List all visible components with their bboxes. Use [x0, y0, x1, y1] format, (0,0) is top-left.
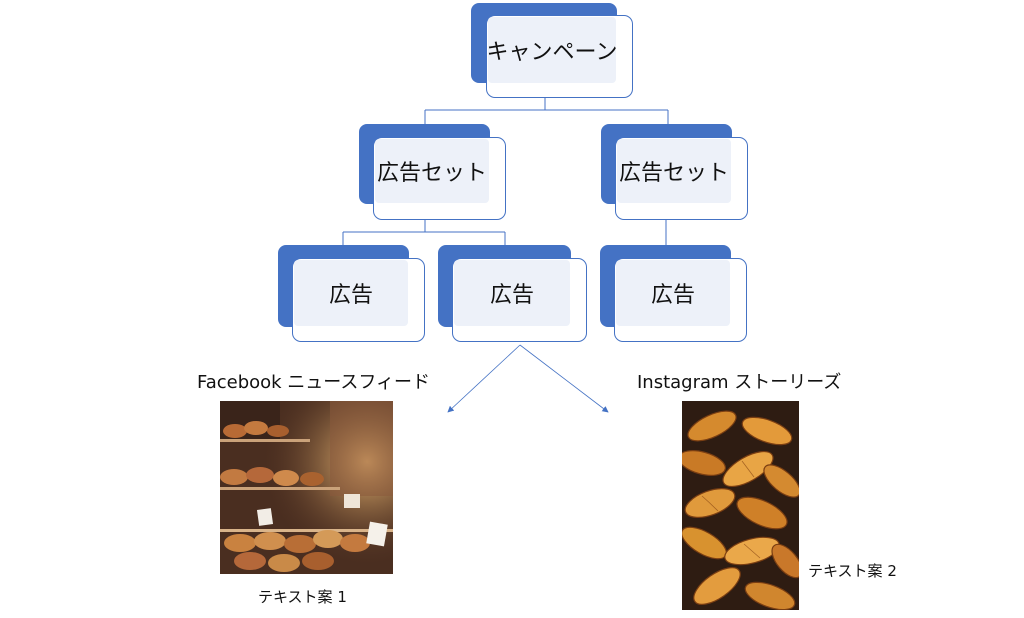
bakery-display-photo	[220, 401, 393, 574]
facebook-text-label: テキスト案 1	[258, 588, 347, 606]
ad-set-node-1: 広告セット	[359, 124, 506, 220]
ad-node-2: 広告	[438, 245, 587, 342]
ad-set-label-2: 広告セット	[618, 161, 729, 186]
instagram-text-label: テキスト案 2	[808, 562, 897, 580]
facebook-placement-title: Facebook ニュースフィード	[197, 372, 431, 393]
croissant-pile-photo	[682, 401, 799, 610]
arrow-to-facebook	[447, 344, 521, 413]
connector-adset1-ads	[342, 219, 506, 258]
ad-set-node-2: 広告セット	[601, 124, 748, 220]
ad-node-1: 広告	[278, 245, 425, 342]
ad-label-3: 広告	[650, 283, 695, 308]
connector-campaign-adsets	[424, 97, 669, 137]
campaign-node: キャンペーン	[471, 3, 633, 98]
campaign-label: キャンペーン	[486, 40, 618, 65]
arrow-to-instagram	[519, 344, 609, 413]
ad-label-1: 広告	[328, 283, 373, 308]
instagram-placement-title: Instagram ストーリーズ	[637, 372, 842, 393]
ad-set-label-1: 広告セット	[376, 161, 487, 186]
ad-node-3: 広告	[600, 245, 747, 342]
ad-label-2: 広告	[489, 283, 534, 308]
